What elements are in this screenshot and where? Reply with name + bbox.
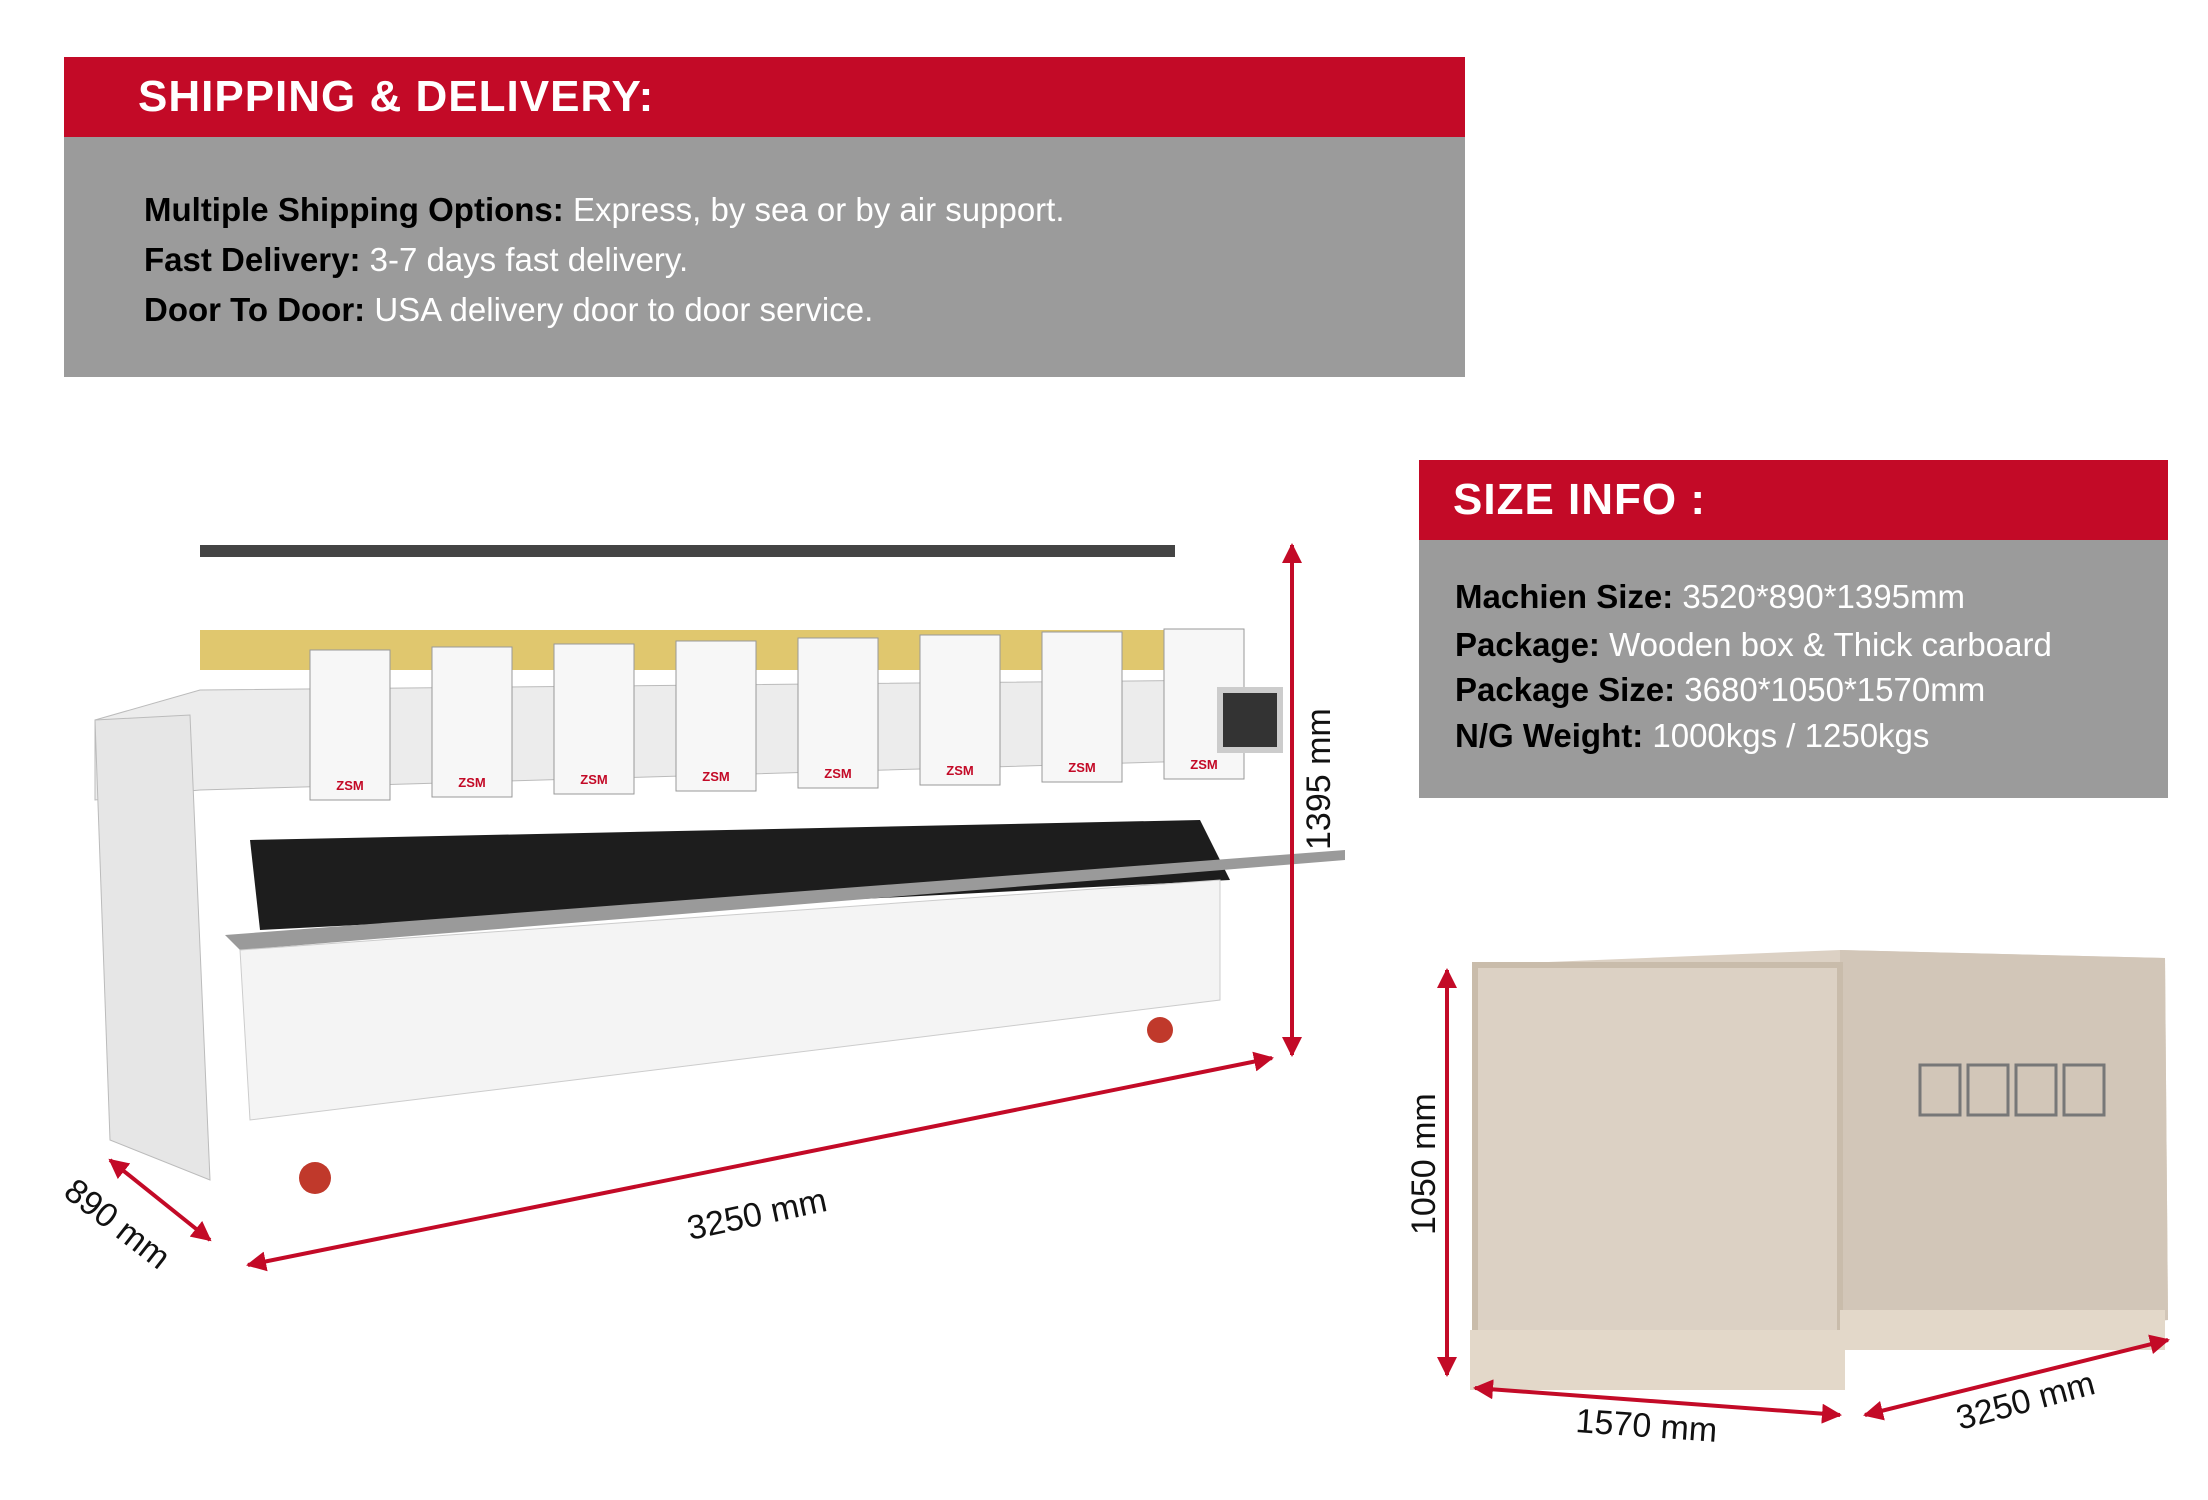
size-info-title: SIZE INFO : — [1419, 460, 2168, 540]
machine-depth-dimension: 890 mm — [57, 1158, 212, 1277]
embroidery-head — [553, 643, 635, 795]
row-label: Door To Door: — [144, 291, 366, 328]
size-row: Machien Size: 3520*890*1395mm — [1455, 578, 1965, 616]
embroidery-head — [431, 646, 513, 798]
embroidery-machine-image: ZSM ZSM ZSM ZSM ZSM ZSM ZSM ZSM — [94, 545, 1345, 1194]
brand-logo: ZSM — [458, 775, 485, 790]
size-row: Package Size: 3680*1050*1570mm — [1455, 671, 1985, 709]
row-value: Wooden box & Thick carboard — [1609, 626, 2052, 663]
machine-depth-label: 890 mm — [57, 1171, 177, 1277]
row-value: 3520*890*1395mm — [1682, 578, 1965, 615]
shipping-row: Multiple Shipping Options: Express, by s… — [144, 191, 1065, 229]
brand-logo: ZSM — [824, 766, 851, 781]
embroidery-head — [675, 640, 757, 792]
row-value: USA delivery door to door service. — [374, 291, 874, 328]
shipping-title: SHIPPING & DELIVERY: — [64, 57, 1465, 137]
machine-height-label: 1395 mm — [1300, 708, 1338, 850]
embroidery-head — [309, 649, 391, 801]
brand-logo: ZSM — [946, 763, 973, 778]
package-length-dimension: 3250 mm — [1863, 1334, 2170, 1438]
package-width-label: 1570 mm — [1574, 1402, 1718, 1450]
size-row: Package: Wooden box & Thick carboard — [1455, 626, 2052, 664]
machine-height-dimension: 1395 mm — [1282, 543, 1338, 1057]
package-width-dimension: 1570 mm — [1473, 1379, 1842, 1450]
brand-logo: ZSM — [580, 772, 607, 787]
size-info-panel: Machien Size: 3520*890*1395mm Package: W… — [1419, 540, 2168, 798]
brand-logo: ZSM — [1068, 760, 1095, 775]
row-value: 1000kgs / 1250kgs — [1652, 717, 1930, 754]
package-height-label: 1050 mm — [1405, 1093, 1443, 1235]
size-row: N/G Weight: 1000kgs / 1250kgs — [1455, 717, 1929, 755]
row-value: Express, by sea or by air support. — [572, 191, 1065, 228]
row-value: 3680*1050*1570mm — [1684, 671, 1986, 708]
machine-length-label: 3250 mm — [684, 1181, 831, 1248]
row-label: Machien Size: — [1455, 578, 1674, 615]
row-label: N/G Weight: — [1455, 717, 1644, 754]
shipping-row: Fast Delivery: 3-7 days fast delivery. — [144, 241, 688, 279]
wooden-crate-image — [1470, 950, 2168, 1390]
brand-logo: ZSM — [336, 778, 363, 793]
shipping-panel: Multiple Shipping Options: Express, by s… — [64, 137, 1465, 377]
row-label: Fast Delivery: — [144, 241, 361, 278]
embroidery-head — [1041, 631, 1123, 783]
embroidery-head — [919, 634, 1001, 786]
brand-logo: ZSM — [702, 769, 729, 784]
row-label: Package Size: — [1455, 671, 1676, 708]
row-value: 3-7 days fast delivery. — [369, 241, 689, 278]
row-label: Package: — [1455, 626, 1600, 663]
brand-logo: ZSM — [1190, 757, 1217, 772]
shipping-row: Door To Door: USA delivery door to door … — [144, 291, 873, 329]
embroidery-head — [797, 637, 879, 789]
package-height-dimension: 1050 mm — [1405, 968, 1457, 1377]
row-label: Multiple Shipping Options: — [144, 191, 564, 228]
